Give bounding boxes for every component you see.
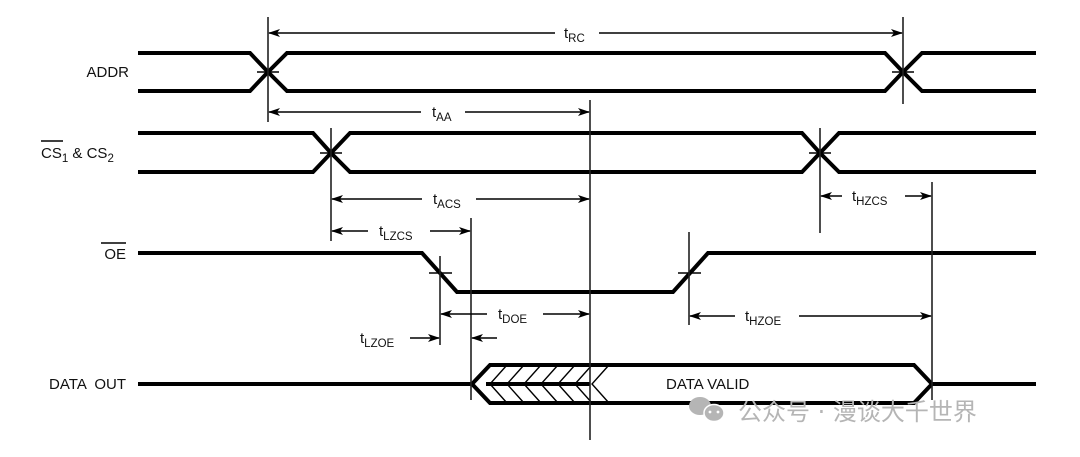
tlzoe-sub: LZOE: [364, 338, 394, 350]
tacs-t: t: [433, 191, 438, 208]
timing-trc: tRC: [268, 25, 903, 45]
thzcs-label: tHZCS: [852, 188, 888, 208]
signal-label-cs: CS1 & CS2: [41, 140, 114, 165]
tacs-label: tACS: [433, 191, 461, 211]
hatch-chevron: [540, 364, 559, 404]
tlzoe-label: tLZOE: [360, 330, 395, 350]
cs-sub1: 1: [62, 153, 68, 165]
addr-seg-3-bottom: [901, 70, 1036, 93]
cs-seg-2: [329, 131, 823, 174]
data-valid-label: DATA VALID: [666, 376, 750, 393]
cs-seg-1: [138, 131, 334, 174]
addr-waveform: [138, 51, 1036, 93]
wechat-icon: [689, 397, 725, 423]
timing-tacs: tACS: [331, 191, 590, 211]
oe-waveform: [138, 251, 1036, 294]
watermark: 公众号 · 漫谈大千世界: [689, 397, 977, 426]
addr-seg-2: [266, 51, 906, 93]
addr-seg-1: [138, 51, 271, 93]
timing-tdoe: tDOE: [440, 306, 590, 326]
signal-label-data-out: DATA OUT: [49, 376, 126, 393]
hatch-chevron: [523, 364, 542, 404]
trc-sub: RC: [568, 33, 585, 45]
addr-seg-3-top: [901, 51, 1036, 74]
timing-tlzcs: tLZCS: [331, 223, 471, 243]
tlzcs-t: t: [379, 223, 384, 240]
taa-t: t: [432, 104, 437, 121]
tacs-sub: ACS: [437, 199, 461, 211]
hatch-chevron: [489, 364, 508, 404]
taa-label: tAA: [432, 104, 452, 124]
hatch-chevron: [574, 364, 593, 404]
cs-main: CS: [41, 145, 62, 162]
hatch-chevron: [557, 364, 576, 404]
thzoe-label: tHZOE: [745, 308, 781, 328]
thzcs-t: t: [852, 188, 857, 205]
hatch-chevron: [591, 364, 610, 404]
thzcs-sub: HZCS: [856, 196, 888, 208]
tlzcs-sub: LZCS: [383, 231, 413, 243]
taa-sub: AA: [436, 112, 452, 124]
signal-label-addr: ADDR: [86, 64, 129, 81]
thzoe-sub: HZOE: [749, 316, 781, 328]
trc-label: tRC: [564, 25, 585, 45]
timing-tlzoe: tLZOE: [360, 330, 497, 350]
tdoe-label: tDOE: [498, 306, 527, 326]
thzoe-t: t: [745, 308, 750, 325]
tdoe-sub: DOE: [502, 314, 527, 326]
timing-thzcs: tHZCS: [820, 188, 932, 208]
hatch-chevron: [506, 364, 525, 404]
svg-text:CS1 & CS2: CS1 & CS2: [41, 145, 114, 165]
timing-taa: tAA: [268, 104, 590, 124]
cs-waveform: [138, 131, 1036, 174]
timing-thzoe: tHZOE: [689, 308, 932, 328]
trc-t: t: [564, 25, 569, 42]
cs-amp: & CS: [68, 145, 107, 162]
tdoe-t: t: [498, 306, 503, 323]
tlzoe-t: t: [360, 330, 365, 347]
oe-text: OE: [104, 246, 126, 263]
watermark-text: 公众号 · 漫谈大千世界: [738, 398, 977, 426]
signal-label-oe: OE: [101, 242, 126, 263]
oe-line: [138, 251, 1036, 294]
dout-invalid-hatch: [489, 364, 610, 404]
tlzcs-label: tLZCS: [379, 223, 413, 243]
cs-seg-3-bottom: [818, 151, 1036, 174]
reference-lines: [267, 17, 933, 440]
cs-sub2: 2: [107, 153, 113, 165]
cs-seg-3-top: [818, 131, 1036, 155]
